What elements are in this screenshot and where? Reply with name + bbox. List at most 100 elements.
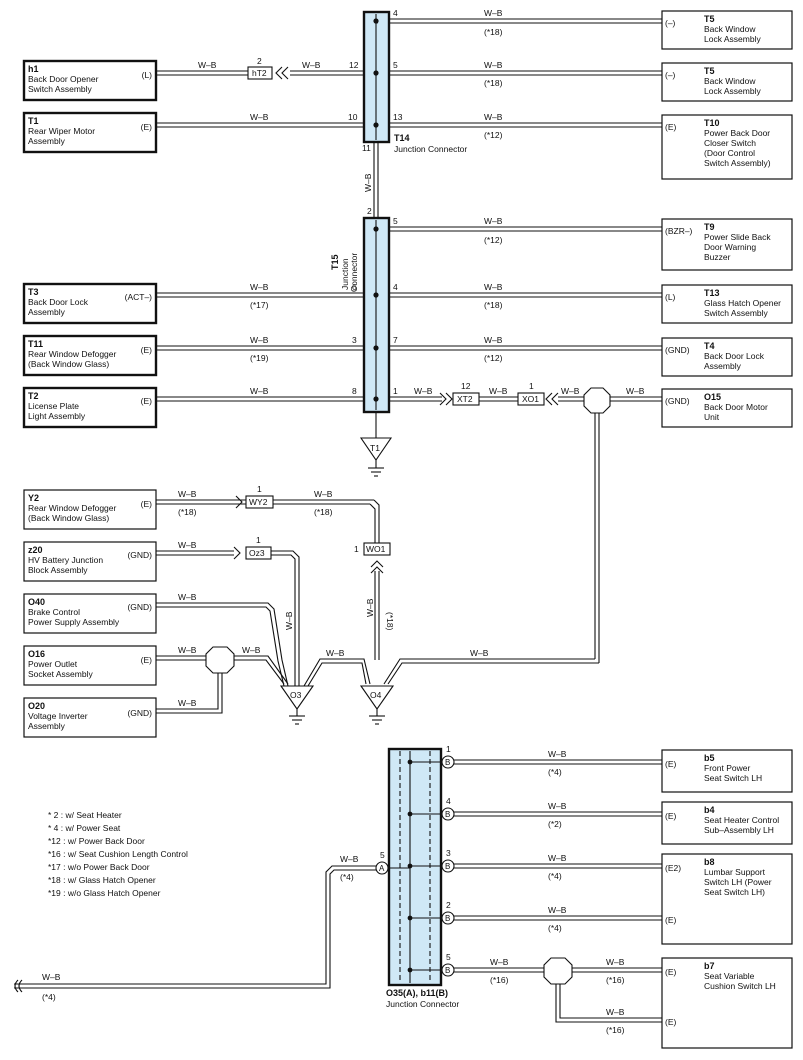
component-pin-2: (E) (665, 915, 677, 925)
component-pin-2: (E) (665, 1017, 677, 1027)
component-pin: (BZR–) (665, 226, 693, 236)
component-id: T1 (28, 116, 39, 126)
component-box (661, 853, 793, 945)
o35-label: Junction Connector (386, 999, 459, 1009)
component-id: b8 (704, 857, 715, 867)
component-pin: (E) (665, 122, 677, 132)
t15-label-2: Connector (349, 253, 359, 292)
component-pin: (ACT–) (125, 292, 153, 302)
note-b7c: (*16) (606, 1025, 625, 1035)
t14-id: T14 (394, 133, 410, 143)
wire-t13: W–B (484, 282, 503, 292)
component-desc: Back Door Lock (28, 297, 89, 307)
component-pin: (L) (142, 70, 153, 80)
component-desc: Lock Assembly (704, 86, 761, 96)
svg-text:B: B (445, 810, 450, 819)
component-desc: Front Power (704, 763, 750, 773)
component-desc: Light Assembly (28, 411, 86, 421)
component-pin: (E) (665, 759, 677, 769)
connector-xo1-label: XO1 (522, 394, 539, 404)
wire-t9: W–B (484, 216, 503, 226)
component-box (661, 284, 793, 324)
component-box (661, 10, 793, 50)
component-box (23, 541, 157, 582)
component-id: T5 (704, 14, 715, 24)
svg-text:*19 : w/o Glass Hatch Opener: *19 : w/o Glass Hatch Opener (48, 888, 161, 898)
o35-id: O35(A), b11(B) (386, 988, 448, 998)
splice-o15 (583, 387, 611, 414)
component-box (661, 957, 793, 1049)
component-desc: Switch Assembly) (704, 158, 771, 168)
component-desc: Assembly (28, 307, 66, 317)
wire-o15a: W–B (561, 386, 580, 396)
component-box (23, 489, 157, 530)
connector-ht2-label: hT2 (252, 68, 267, 78)
ground-o3 (279, 685, 315, 710)
component-pin: (–) (665, 70, 676, 80)
pin-2-t15: 2 (367, 206, 372, 216)
component-desc: Power Back Door (704, 128, 770, 138)
svg-text:1: 1 (446, 744, 451, 754)
svg-text:B: B (445, 966, 450, 975)
t15-label-1: Junction (340, 258, 350, 290)
component-id: Y2 (28, 493, 39, 503)
component-pin: (E) (141, 499, 153, 509)
component-box (661, 801, 793, 845)
component-desc: Assembly (704, 361, 742, 371)
component-box (661, 749, 793, 793)
svg-text:* 2 : w/ Seat Heater: * 2 : w/ Seat Heater (48, 810, 122, 820)
component-id: b5 (704, 753, 715, 763)
component-pin: (E) (141, 655, 153, 665)
component-desc: Power Outlet (28, 659, 78, 669)
wire-b7b: W–B (606, 957, 625, 967)
pin-4-t14: 4 (393, 8, 398, 18)
component-desc: Block Assembly (28, 565, 88, 575)
component-id: T10 (704, 118, 720, 128)
splice-b7 (543, 957, 573, 985)
wire-o3-vert: W–B (284, 611, 294, 630)
component-pin: (GND) (127, 708, 152, 718)
o35-a-label: A (379, 864, 385, 873)
pin-4-t15: 4 (393, 282, 398, 292)
wire-xt2: W–B (414, 386, 433, 396)
ground-t1 (359, 437, 393, 461)
component-box (23, 593, 157, 634)
wire-wo1: W–B (365, 598, 375, 617)
connector-oz3 (245, 546, 272, 560)
pin-5-t14: 5 (393, 60, 398, 70)
wire-t11: W–B (250, 335, 269, 345)
component-box (22, 59, 158, 102)
component-pin: (GND) (665, 345, 690, 355)
svg-text:B: B (445, 862, 450, 871)
component-desc: (Back Window Glass) (28, 359, 109, 369)
note-b5: (*4) (548, 767, 562, 777)
svg-text:*17 : w/o Power Back Door: *17 : w/o Power Back Door (48, 862, 150, 872)
svg-text:B: B (445, 758, 450, 767)
component-desc: Back Door Opener (28, 74, 99, 84)
connector-wy2-pin: 1 (257, 484, 262, 494)
svg-text:*16 : w/ Seat Cushion Length C: *16 : w/ Seat Cushion Length Control (48, 849, 188, 859)
wire-z20: W–B (178, 540, 197, 550)
component-desc: Switch LH (Power (704, 877, 772, 887)
note-b7b: (*16) (606, 975, 625, 985)
component-desc: Rear Wiper Motor (28, 126, 95, 136)
component-desc: Seat Switch LH) (704, 887, 765, 897)
component-desc: (Back Window Glass) (28, 513, 109, 523)
component-box (22, 386, 158, 429)
component-desc: Seat Heater Control (704, 815, 779, 825)
wire-o16: W–B (178, 645, 197, 655)
wire-b8b: W–B (548, 905, 567, 915)
component-id: b7 (704, 961, 715, 971)
connector-ht2 (247, 66, 273, 80)
pin-13-t14: 13 (393, 112, 403, 122)
wire-t14-t15: W–B (363, 173, 373, 192)
component-id: T4 (704, 341, 715, 351)
pin-8: 8 (352, 386, 357, 396)
